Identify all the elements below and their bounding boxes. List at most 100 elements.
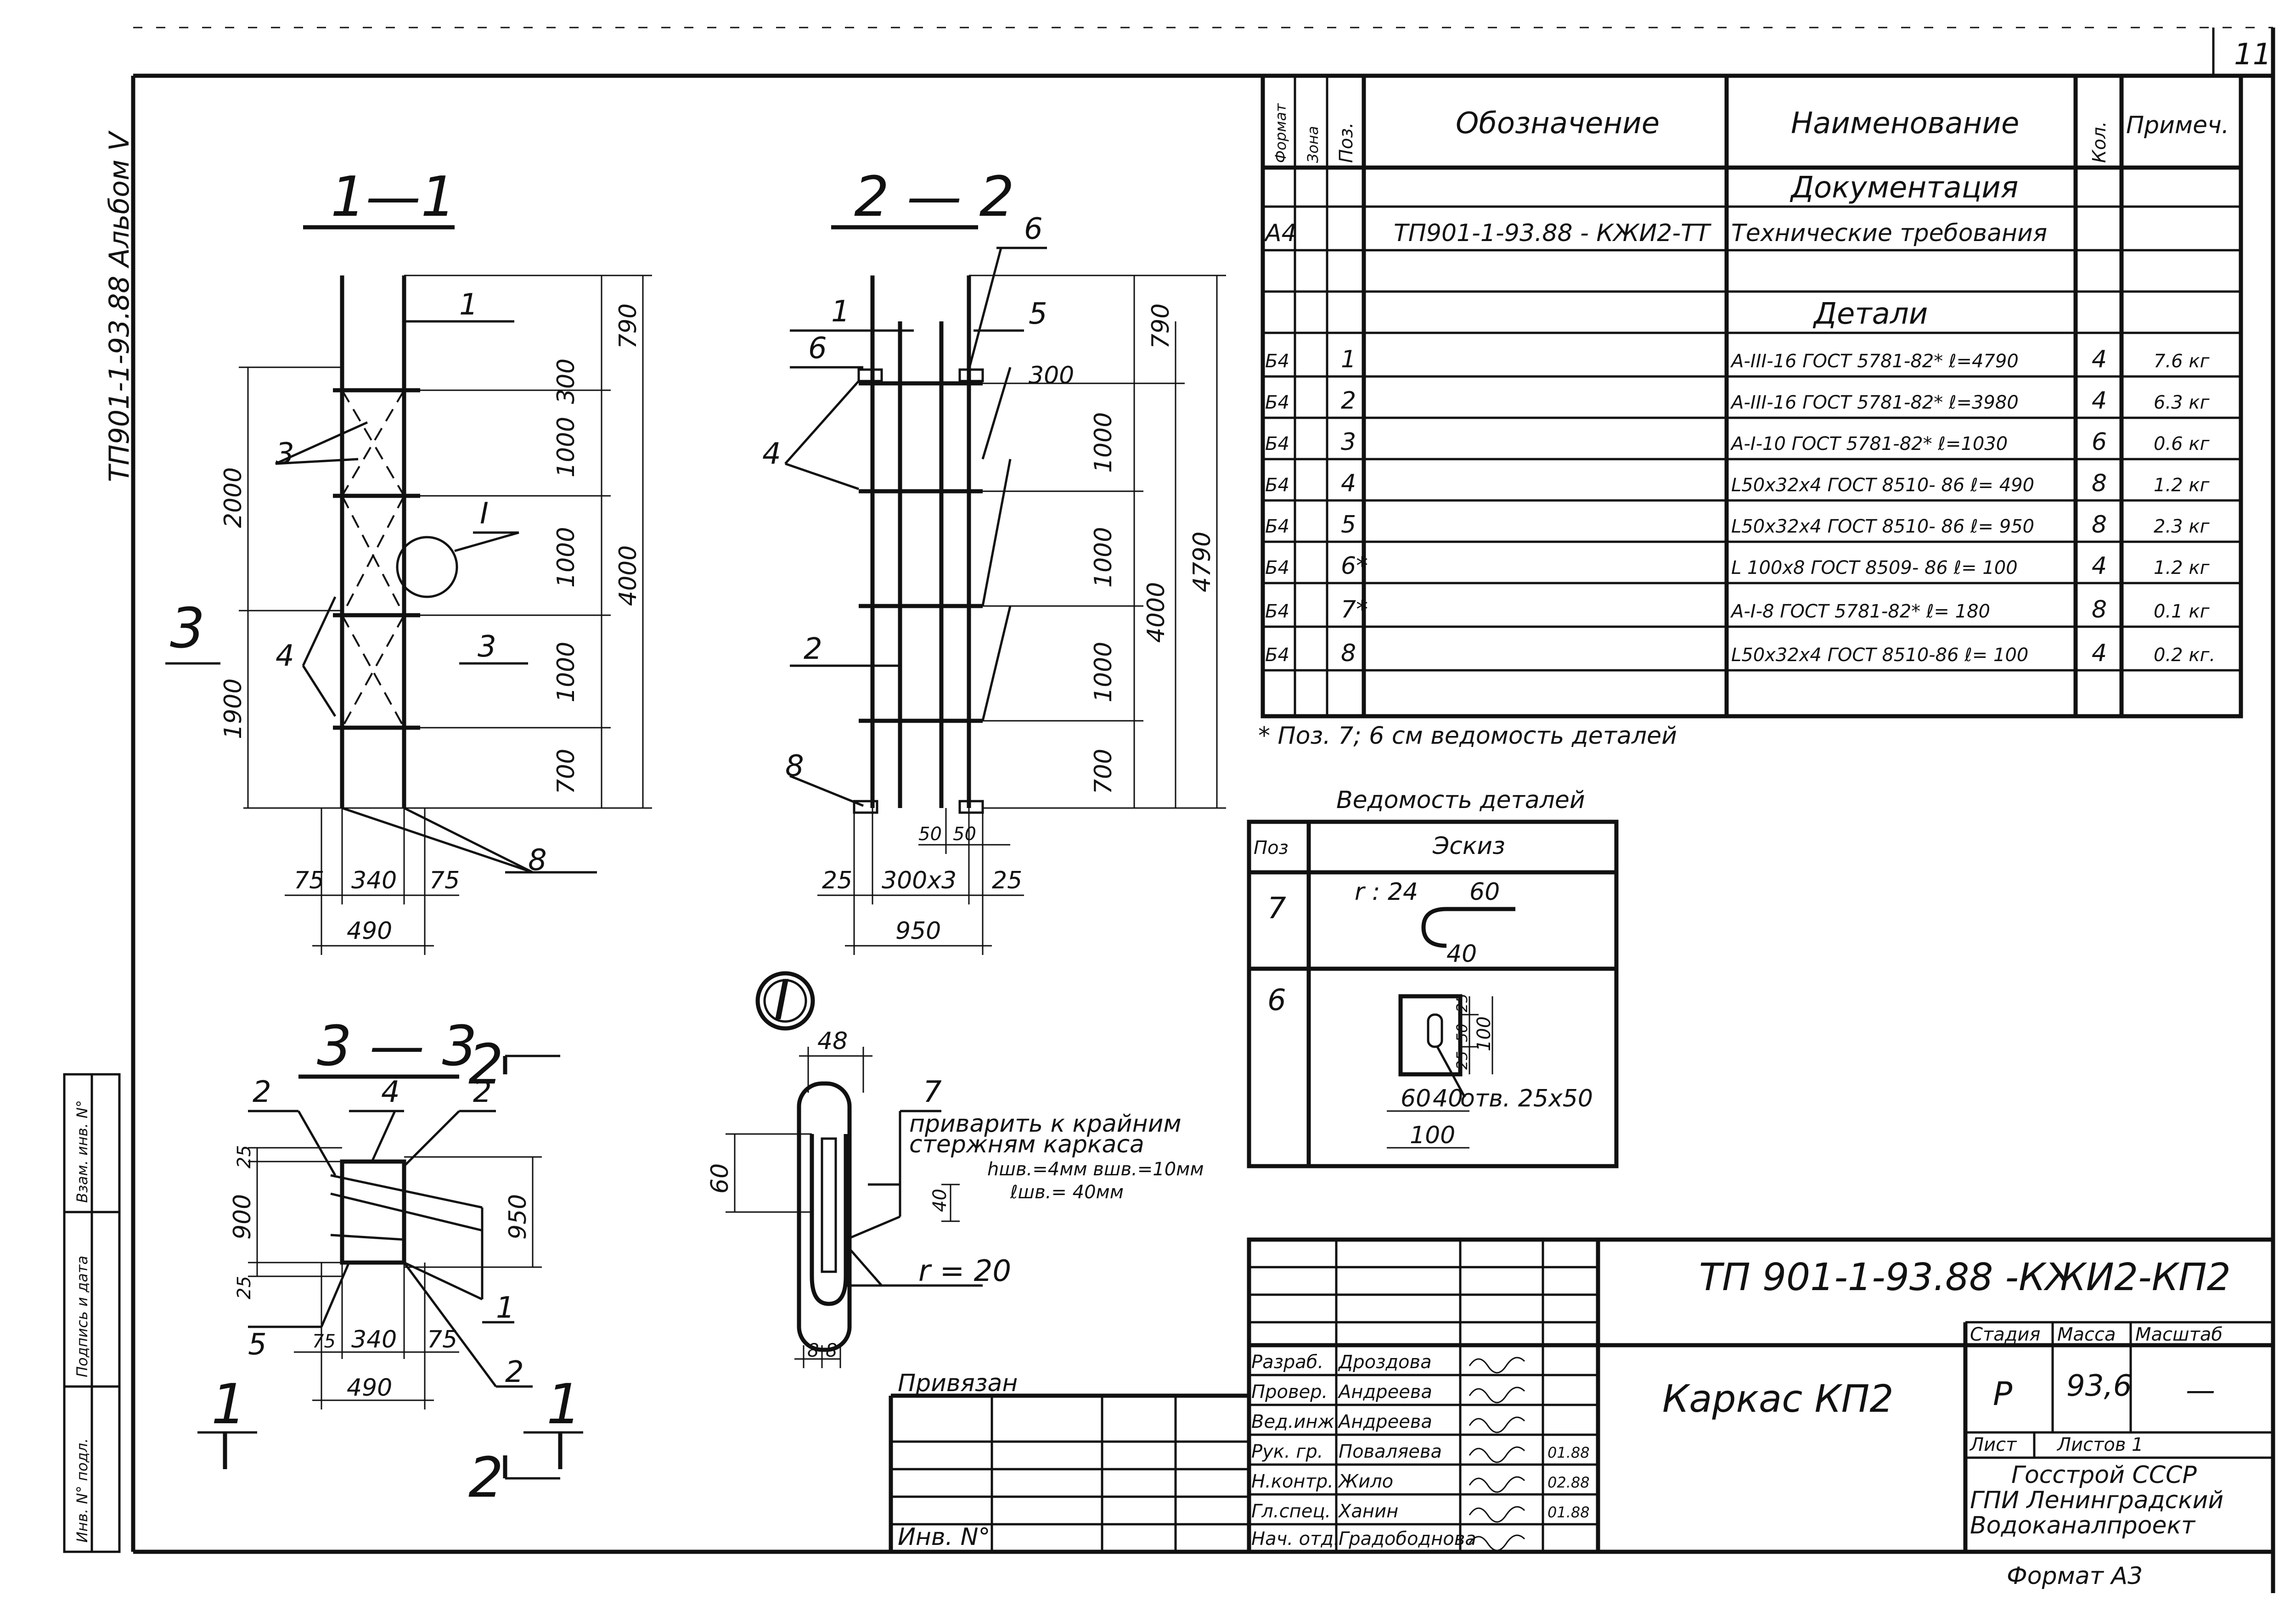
details-h-sketch: Эскиз [1432, 832, 1505, 860]
tb-staff-5: Н.контр. Жило 02.88 [1251, 1471, 1590, 1492]
s22-dim-950: 950 [895, 917, 941, 945]
signature [1469, 1357, 1525, 1374]
s22-dim-1000a: 1000 [1090, 412, 1117, 473]
tb-person: Градободнова [1339, 1528, 1476, 1549]
section-1-1: 1—1 1 3 4 3 I 3 [165, 165, 652, 955]
spec-row-qty: 8 [2092, 470, 2107, 497]
spec-row-name: L50x32x4 ГОСТ 8510- 86 ℓ= 490 [1731, 475, 2034, 496]
spec-section-doc: Документация [1790, 171, 2018, 205]
spec-row-format: Б4 [1265, 645, 1289, 666]
spec-row-qty: 8 [2092, 596, 2107, 623]
tb-person: Дроздова [1338, 1352, 1432, 1373]
node-label: I [774, 969, 790, 1033]
spec-row-7: Б4 7* А-I-8 ГОСТ 5781-82* ℓ= 180 8 0.1 к… [1265, 596, 2210, 623]
s11-dim-75b: 75 [429, 867, 460, 894]
s22-dim-790: 790 [1147, 303, 1175, 349]
spec-h-name: Наименование [1791, 107, 2019, 140]
s11-pos-3b: 3 [478, 630, 496, 664]
s33-dim-490: 490 [347, 1374, 392, 1402]
s11-dim-1000b: 1000 [552, 527, 580, 588]
s11-pos-4: 4 [276, 639, 294, 673]
s33-dim-950: 950 [504, 1194, 532, 1240]
s22-dim-700: 700 [1090, 749, 1117, 794]
s33-pos-2a: 2 [253, 1075, 271, 1109]
details-6-40: 40 [1433, 1085, 1463, 1112]
s33-pos-4: 4 [381, 1075, 400, 1109]
spec-doc-format: А4 [1264, 219, 1297, 247]
spec-row-name: А-I-10 ГОСТ 5781-82* ℓ=1030 [1730, 433, 2008, 455]
s11-dim-75a: 75 [294, 867, 324, 894]
spec-row-pos: 5 [1341, 511, 1356, 539]
s11-dim-1000c: 1000 [552, 642, 580, 702]
tb-role: Вед.инж. [1251, 1411, 1340, 1432]
s33-dim-25a: 25 [234, 1145, 255, 1168]
spec-doc-designation: ТП901-1-93.88 - КЖИ2-ТТ [1394, 219, 1712, 247]
signature [1469, 1506, 1525, 1523]
spec-row-qty: 4 [2092, 640, 2107, 667]
details-6-hole: отв. 25x50 [1460, 1085, 1593, 1112]
s22-dim-1000c: 1000 [1090, 642, 1117, 702]
s33-dim-340: 340 [351, 1326, 397, 1353]
spec-row-qty: 4 [2092, 346, 2107, 373]
tb-date: 01.88 [1548, 1504, 1590, 1521]
tb-staff-4: Рук. гр. Поваляева 01.88 [1251, 1441, 1590, 1462]
spec-row-pos: 4 [1341, 470, 1356, 497]
tb-role: Нач. отд. [1251, 1528, 1339, 1549]
section-3-3: 3 — 3 2 4 2 5 2 1 25 900 25 [197, 1015, 583, 1510]
spec-row-1: Б4 1 А-III-16 ГОСТ 5781-82* ℓ=4790 4 7.6… [1265, 346, 2210, 373]
album-label: ТП901-1-93.88 Альбом V [103, 130, 135, 482]
spec-row-6: Б4 6* L 100x8 ГОСТ 8509- 86 ℓ= 100 4 1.2… [1265, 552, 2210, 580]
spec-h-pos: Поз. [1336, 122, 1357, 163]
spec-row-4: Б4 4 L50x32x4 ГОСТ 8510- 86 ℓ= 490 8 1.2… [1265, 470, 2210, 497]
s11-dim-700: 700 [552, 749, 580, 794]
spec-row-8: Б4 8 L50x32x4 ГОСТ 8510-86 ℓ= 100 4 0.2 … [1265, 640, 2215, 667]
tb-format: Формат А3 [2007, 1562, 2143, 1590]
section-3-3-title: 3 — 3 [317, 1015, 477, 1078]
s11-pos-8: 8 [528, 843, 547, 877]
tb-person: Андреева [1337, 1411, 1432, 1432]
margin-stamp: Инв. N° подл. Подпись и дата Взам. инв. … [63, 1073, 121, 1553]
tb-staff-2: Провер. Андреева [1251, 1381, 1432, 1403]
spec-row-pos: 6* [1341, 552, 1368, 580]
details-6-60: 60 [1401, 1085, 1431, 1112]
tb-stage: Р [1993, 1375, 2013, 1413]
spec-h-zone: Зона [1304, 126, 1322, 163]
spec-row-note: 2.3 кг [2154, 516, 2210, 537]
section-2-2-title: 2 — 2 [854, 165, 1014, 229]
tb-scale: — [2186, 1374, 2215, 1408]
spec-row-pos: 7* [1341, 596, 1368, 623]
spec-row-pos: 2 [1341, 387, 1356, 415]
tb-person: Поваляева [1339, 1441, 1442, 1462]
spec-section-details: Детали [1812, 297, 1928, 331]
spec-footnote: * Поз. 7; 6 см ведомость деталей [1258, 722, 1677, 750]
tb-person: Жило [1337, 1471, 1393, 1492]
spec-row-note: 7.6 кг [2154, 351, 2210, 372]
s22-dim-4790: 4790 [1188, 532, 1216, 592]
s33-cut-1-right: 1 [546, 1373, 581, 1437]
node-note-2: стержням каркаса [909, 1131, 1144, 1158]
s11-dim-1900: 1900 [219, 679, 247, 739]
signature [1469, 1446, 1525, 1463]
s33-pos-2c: 2 [505, 1355, 524, 1389]
details-6-100v: 100 [1474, 1016, 1495, 1051]
tb-org-2: ГПИ Ленинградский [1970, 1487, 2223, 1514]
s22-dim-300: 300 [1029, 362, 1074, 389]
tb-role: Гл.спец. [1251, 1501, 1331, 1522]
details-table: Ведомость деталей Поз Эскиз 7 r : 24 60 … [1247, 786, 1619, 1168]
section-1-1-title: 1—1 [331, 165, 456, 229]
details-6-25b: 25 [1453, 1051, 1471, 1070]
s11-dim-1000a: 1000 [552, 417, 580, 477]
s11-node-I: I [480, 497, 489, 531]
details-7-r: r : 24 [1355, 878, 1418, 906]
tb-org-3: Водоканалпроект [1970, 1512, 2196, 1539]
spec-row-name: L50x32x4 ГОСТ 8510-86 ℓ= 100 [1731, 645, 2028, 666]
spec-row-3: Б4 3 А-I-10 ГОСТ 5781-82* ℓ=1030 6 0.6 к… [1265, 428, 2210, 456]
tb-bound: Привязан [898, 1370, 1018, 1397]
details-title: Ведомость деталей [1336, 786, 1585, 814]
s11-dim-490: 490 [347, 917, 392, 945]
s22-dim-50a: 50 [918, 824, 942, 845]
s22-pos-8: 8 [785, 749, 804, 783]
section-2-2: 2 — 2 6 1 6 5 4 2 8 [762, 165, 1226, 955]
s11-pos-1: 1 [459, 288, 478, 322]
spec-row-pos: 1 [1341, 346, 1356, 373]
